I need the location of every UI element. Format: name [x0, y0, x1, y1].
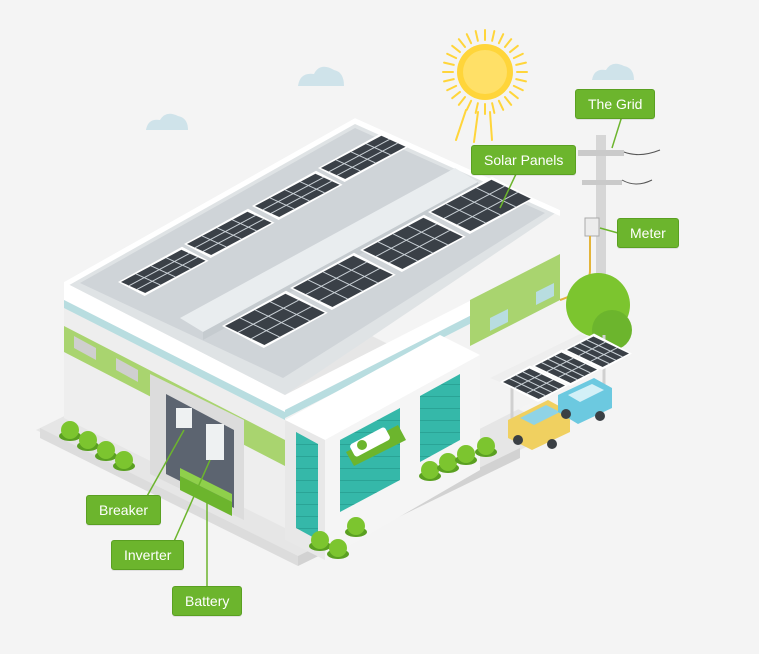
leader-line-the-grid — [611, 115, 623, 149]
car-icon — [558, 378, 612, 424]
leader-line-breaker — [145, 429, 185, 499]
solar-panel — [222, 290, 328, 348]
sun-icon — [442, 29, 528, 143]
cloud-icon — [146, 113, 188, 130]
bush-icon — [327, 539, 349, 559]
solar-panel — [118, 246, 209, 296]
leader-line-solar-panels — [499, 173, 517, 209]
label-meter: Meter — [617, 218, 679, 248]
solar-panel — [184, 208, 275, 258]
label-battery: Battery — [172, 586, 243, 616]
bush-icon — [345, 517, 367, 537]
solar-panel — [360, 214, 466, 272]
utility-pole — [559, 135, 661, 301]
cloud-icon — [298, 66, 344, 86]
bush-icon — [455, 445, 477, 465]
label-inverter: Inverter — [111, 540, 185, 570]
solar-panel — [252, 170, 343, 220]
breaker-box — [176, 408, 192, 428]
solar-panel — [500, 365, 568, 402]
leader-lines — [145, 115, 623, 586]
label-breaker: Breaker — [86, 495, 162, 525]
cloud-icon — [592, 63, 634, 80]
inverter-box — [206, 424, 224, 460]
bush-icon — [309, 531, 331, 551]
car-icon — [508, 400, 570, 450]
roof — [64, 118, 560, 395]
bush-icon — [437, 453, 459, 473]
leader-line-inverter — [171, 459, 211, 547]
solar-panel — [290, 252, 396, 310]
bush-icon — [113, 451, 135, 471]
solar-panel — [318, 132, 409, 182]
carport-solar-panels — [500, 333, 632, 402]
utility-room-cutaway — [150, 374, 244, 520]
solar-panel — [564, 333, 632, 370]
battery-bank — [180, 476, 232, 516]
bush-icon — [59, 421, 81, 441]
solar-panel — [532, 349, 600, 386]
label-solar-panels: Solar Panels — [471, 145, 577, 175]
bush-icon — [419, 461, 441, 481]
leader-line-meter — [599, 227, 619, 234]
bush-icon — [95, 441, 117, 461]
entrance-block — [285, 335, 480, 560]
bush-icon — [475, 437, 497, 457]
bush-icon — [77, 431, 99, 451]
label-the-grid: The Grid — [575, 89, 656, 119]
